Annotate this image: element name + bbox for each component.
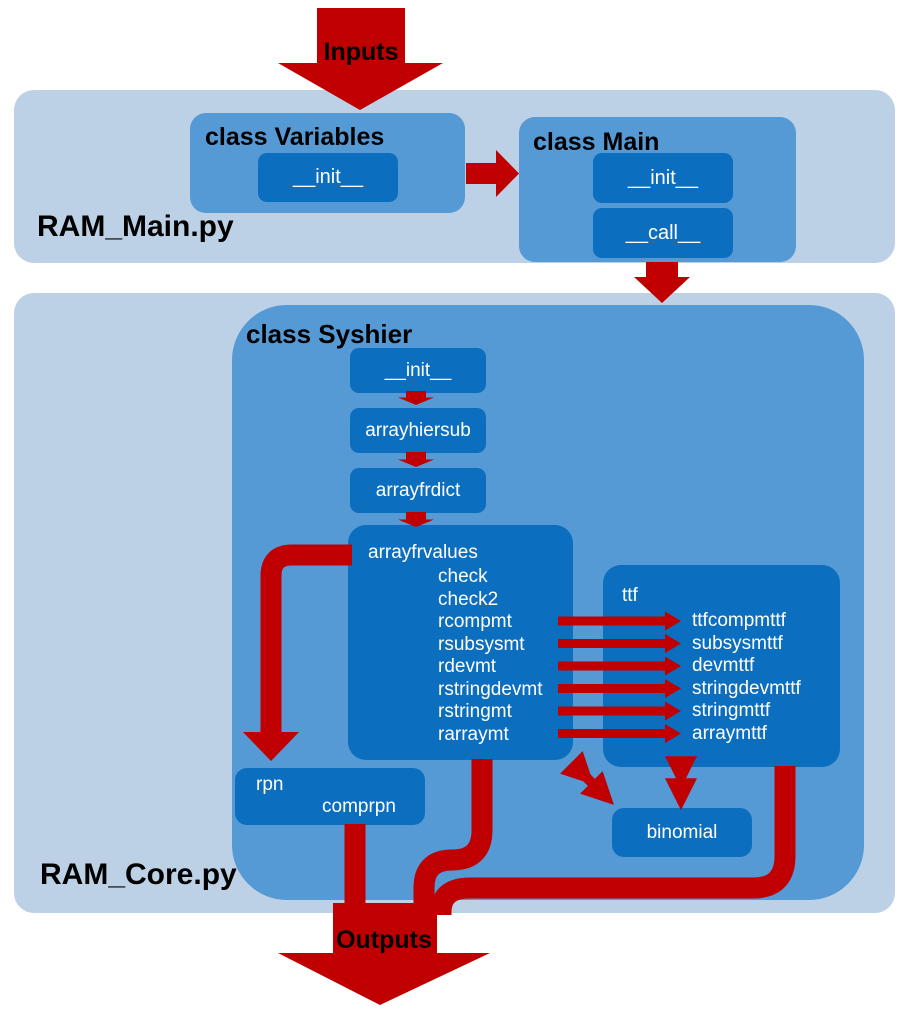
method-row: ttfcompmttf <box>692 610 786 631</box>
ram-main-module-label: RAM_Main.py <box>37 210 234 243</box>
class-main-box: class Main <box>519 117 796 262</box>
class-syshier-label: class Syshier <box>246 319 413 349</box>
variables-init-method-box: __init__ <box>258 153 398 202</box>
method-row: arraymttf <box>692 722 767 744</box>
main-call-method-box: __call__ <box>593 208 733 258</box>
binomial-method-box: binomial <box>612 808 752 857</box>
main-init-method-box: __init__ <box>593 153 733 203</box>
method-row: stringmttf <box>692 700 771 721</box>
rpn-group-box: rpn comprpn <box>235 768 425 825</box>
class-variables-label: class Variables <box>205 123 385 151</box>
arrayfrdict-method-box: arrayfrdict <box>350 468 486 513</box>
method-row: rarraymt <box>438 723 509 745</box>
ttf-title: ttf <box>622 585 638 606</box>
ttf-group-box: ttf ttfcompmttf subsysmttf devmttf strin… <box>603 565 840 767</box>
outputs-label: Outputs <box>336 926 432 954</box>
method-row: subsysmttf <box>692 632 783 654</box>
method-row: rstringmt <box>438 701 512 722</box>
method-row: rsubsysmt <box>438 633 525 655</box>
ttf-method-list: ttfcompmttf subsysmttf devmttf stringdev… <box>692 610 840 745</box>
arrayfrvalues-method-list: check check2 rcompmt rsubsysmt rdevmt rs… <box>438 566 573 746</box>
arrayfrvalues-title: arrayfrvalues <box>368 542 478 563</box>
arrayfrvalues-group-box: arrayfrvalues check check2 rcompmt rsubs… <box>348 525 573 760</box>
arrayhiersub-method-box: arrayhiersub <box>350 408 486 453</box>
class-main-label: class Main <box>533 128 660 156</box>
method-row: check2 <box>438 588 499 610</box>
rpn-title: rpn <box>256 774 284 795</box>
inputs-label: Inputs <box>323 38 399 66</box>
ram-core-module-label: RAM_Core.py <box>40 858 237 891</box>
method-row: rdevmt <box>438 656 497 677</box>
method-row: stringdevmttf <box>692 677 801 699</box>
method-row: rstringdevmt <box>438 678 543 700</box>
comprpn-method: comprpn <box>322 796 396 817</box>
method-row: check <box>438 566 488 587</box>
method-row: rcompmt <box>438 611 512 632</box>
syshier-init-method-box: __init__ <box>350 348 486 393</box>
method-row: devmttf <box>692 655 755 676</box>
